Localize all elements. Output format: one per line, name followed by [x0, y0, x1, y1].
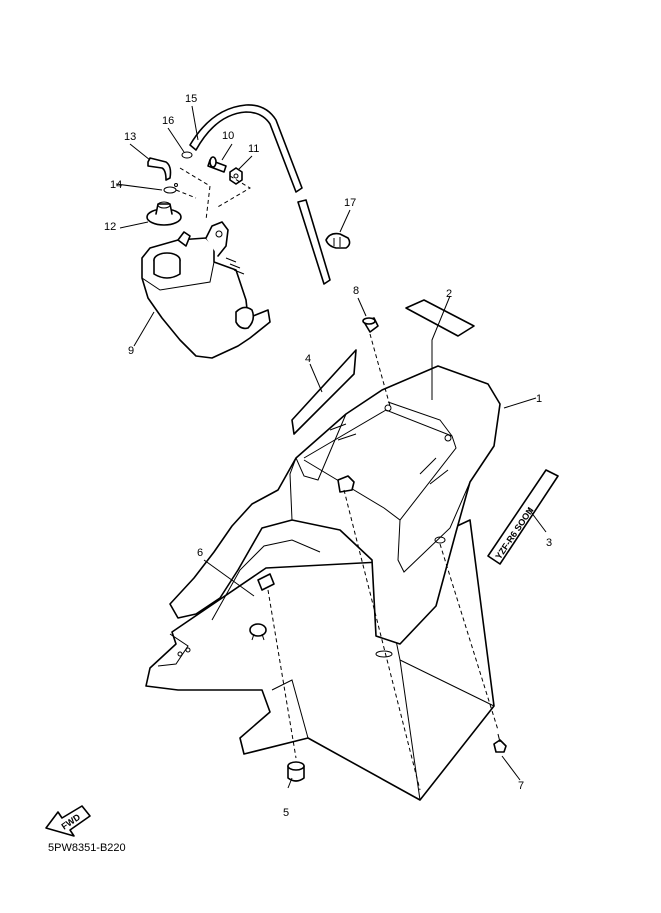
clip-6 [249, 623, 267, 641]
clip-14 [163, 183, 178, 194]
hose-13 [147, 157, 172, 181]
callout-6: 6 [197, 547, 203, 559]
callout-9: 9 [128, 345, 134, 357]
callout-numbers: 1 2 3 4 5 6 7 8 9 10 11 12 13 14 15 16 1… [104, 93, 552, 819]
callout-4: 4 [305, 353, 311, 365]
screw-8 [362, 317, 379, 333]
svg-text:YZF-R6 SOON: YZF-R6 SOON [493, 505, 535, 561]
nut-11 [229, 167, 243, 185]
emblem-3: YZF-R6 SOON [487, 469, 559, 565]
callout-5: 5 [283, 807, 289, 819]
reservoir-tank [141, 221, 271, 359]
tape-2 [405, 299, 475, 337]
callout-12: 12 [104, 221, 116, 233]
callout-16: 16 [162, 115, 174, 127]
callout-10: 10 [222, 130, 234, 142]
seat-cowl-1 [169, 365, 501, 645]
breather-hose-15 [189, 104, 331, 285]
screw-7 [493, 733, 507, 753]
callout-13: 13 [124, 131, 136, 143]
callout-14: 14 [110, 179, 122, 191]
leader-lines [115, 105, 547, 789]
callout-1: 1 [536, 393, 542, 405]
damper-5 [287, 761, 305, 782]
callout-8: 8 [353, 285, 359, 297]
clip-16 [181, 151, 193, 159]
callout-11: 11 [248, 143, 259, 155]
clamp-17 [325, 232, 351, 249]
callout-17: 17 [344, 197, 356, 209]
callout-3: 3 [546, 537, 552, 549]
fwd-arrow-icon: FWD [45, 805, 91, 837]
reservoir-cap [146, 201, 182, 226]
diagram-code: 5PW8351-B220 [48, 842, 126, 854]
panel-4 [291, 349, 357, 435]
callout-7: 7 [518, 780, 524, 792]
callout-15: 15 [185, 93, 197, 105]
callout-2: 2 [446, 288, 452, 300]
bolt-10 [207, 156, 227, 173]
